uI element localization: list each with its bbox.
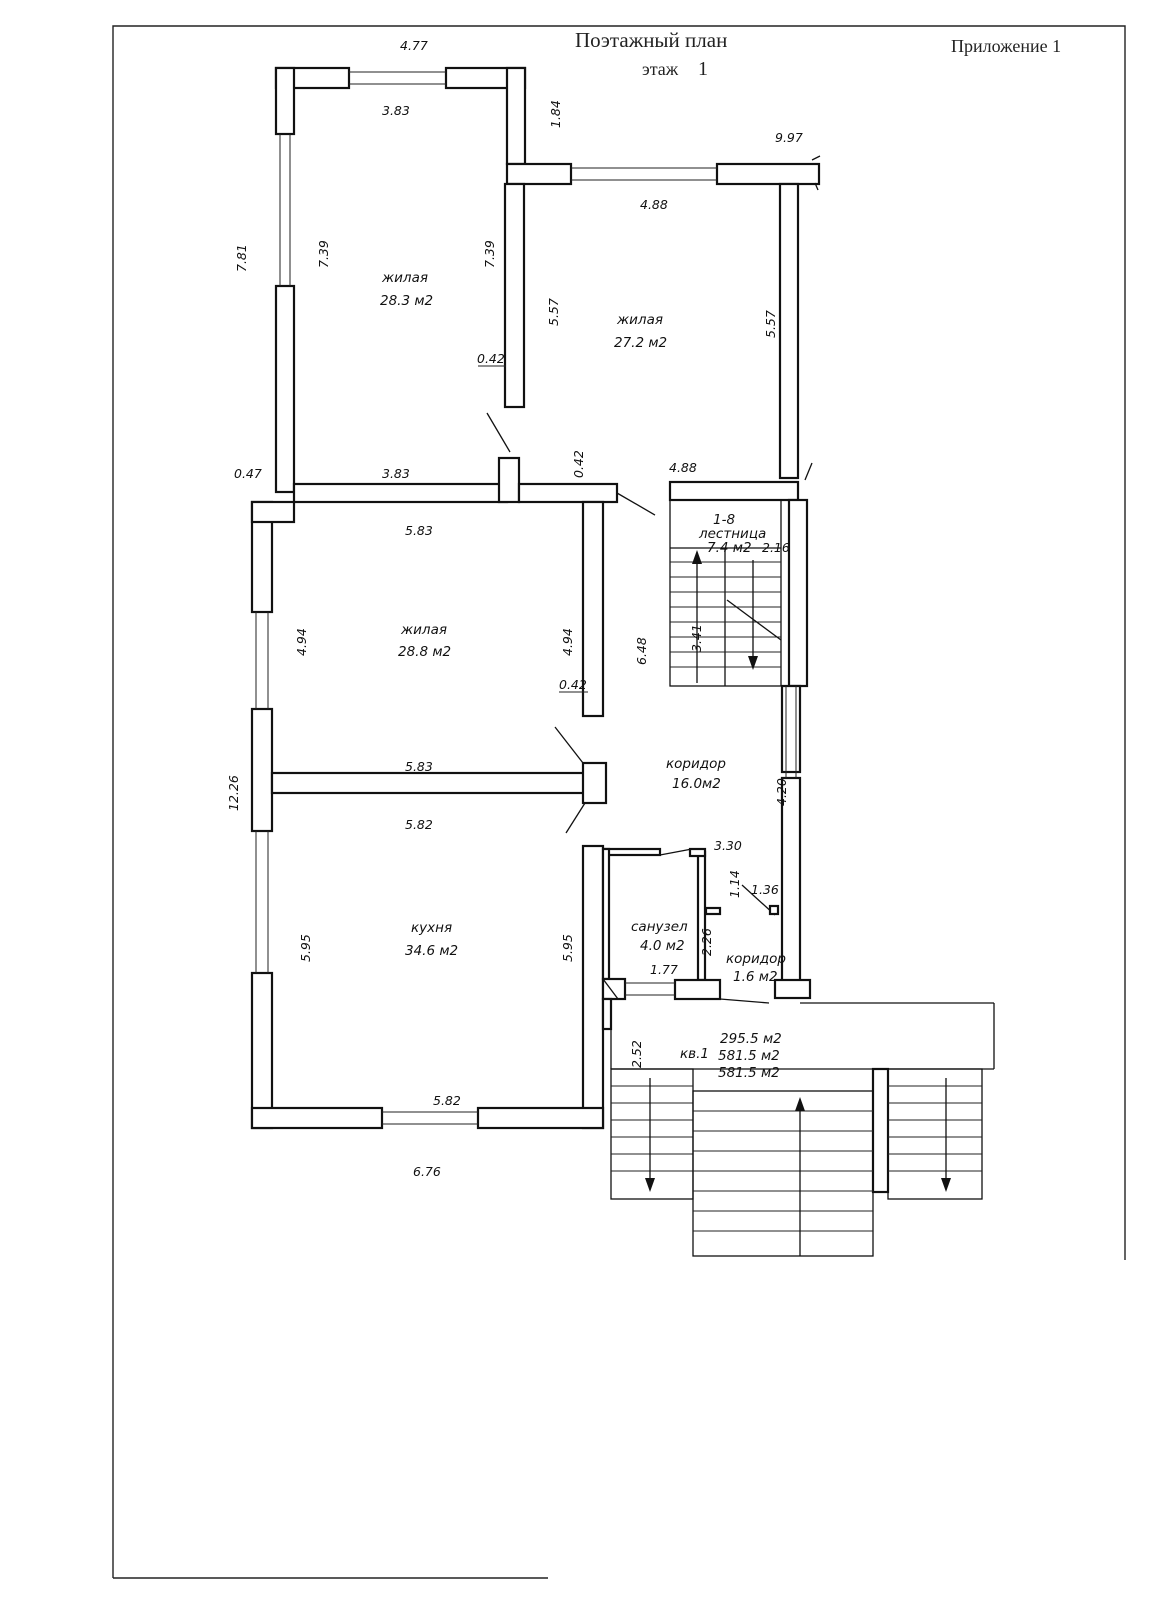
floor-number: 1 [698, 58, 708, 80]
room-name: жилая [381, 270, 428, 286]
sheet-frame [112, 25, 1126, 1579]
dimension-label: 4.20 [774, 778, 789, 806]
room-name: санузел [631, 919, 688, 935]
entrance-porch [610, 1002, 995, 1257]
dimension-label: 7.81 [234, 244, 249, 272]
dimension-label: 1.14 [727, 870, 742, 898]
room-area: 28.8 м2 [398, 644, 451, 660]
dimension-label: 5.82 [433, 1093, 461, 1108]
dimension-label: 3.83 [382, 466, 410, 481]
room-name: кухня [411, 920, 452, 936]
room-labels: жилая 28.3 м2 жилая 27.2 м2 жилая 28.8 м… [380, 270, 786, 1081]
dimension-label: 0.42 [477, 351, 505, 366]
dimension-label: 3.30 [714, 838, 742, 853]
dimension-label: 4.94 [560, 628, 575, 656]
total-area: 581.5 м2 [718, 1048, 780, 1064]
appendix-label: Приложение 1 [951, 36, 1062, 56]
room-name: лестница [698, 526, 766, 542]
room-area: 7.4 м2 [707, 540, 752, 556]
room-name: жилая [616, 312, 663, 328]
stair-break-line [726, 599, 782, 641]
dimension-label: 4.88 [669, 460, 697, 475]
dimension-label: 0.42 [571, 450, 586, 478]
dimension-label: 5.95 [298, 934, 313, 962]
room-area: 27.2 м2 [614, 335, 667, 351]
room-area: 16.0м2 [672, 776, 721, 792]
dimension-label: 1.36 [751, 882, 779, 897]
dimension-label: 1.84 [548, 100, 563, 128]
down-arrow-icon [748, 656, 758, 670]
porch-right-arrow-icon [941, 1178, 951, 1192]
dimension-label: 4.88 [640, 197, 668, 212]
dimension-label: 3.41 [689, 624, 704, 652]
dimension-label: 7.39 [482, 240, 497, 268]
dimension-label: 5.82 [405, 817, 433, 832]
dimension-label: 2.26 [699, 928, 714, 956]
dimension-label: 0.42 [559, 677, 587, 692]
total-area: 581.5 м2 [718, 1065, 780, 1081]
windows [255, 71, 797, 1125]
dimension-label: 7.39 [316, 240, 331, 268]
room-area: 28.3 м2 [380, 293, 433, 309]
staircase-internal [669, 499, 782, 687]
room-area: 34.6 м2 [405, 943, 458, 959]
room-name: коридор [666, 756, 726, 772]
dimension-label: 6.76 [413, 1164, 441, 1179]
dimension-label: 5.95 [560, 934, 575, 962]
dimension-label: 4.77 [400, 38, 428, 53]
porch-left-arrow-icon [645, 1178, 655, 1192]
dimension-label: 1.77 [650, 962, 678, 977]
floor-label: этаж [642, 59, 679, 79]
room-name: коридор [726, 951, 786, 967]
plan-title: Поэтажный план [575, 28, 728, 52]
dimension-label: 4.94 [294, 628, 309, 656]
dimension-label: 5.57 [546, 298, 561, 326]
room-area: 4.0 м2 [640, 938, 685, 954]
dimension-label: 2.52 [629, 1040, 644, 1068]
dimension-label: 12.26 [226, 775, 241, 811]
room-area: 1.6 м2 [733, 969, 778, 985]
doors [486, 155, 821, 1004]
total-area: 295.5 м2 [720, 1031, 782, 1047]
up-arrow-icon [692, 550, 702, 564]
dimension-label: 3.83 [382, 103, 410, 118]
dimension-labels: 4.77 3.83 1.84 9.97 4.88 7.81 7.39 7.39 … [226, 38, 803, 1179]
dimension-label: 0.47 [234, 466, 262, 481]
dimension-label: 6.48 [634, 637, 649, 665]
dimension-label: 5.57 [763, 310, 778, 338]
dimension-label: 9.97 [775, 130, 803, 145]
dimension-label: 2.16 [762, 540, 790, 555]
leader-lines [478, 365, 588, 693]
apartment-label: кв.1 [680, 1046, 709, 1062]
room-code: 1-8 [713, 512, 735, 528]
dimension-label: 5.83 [405, 759, 433, 774]
dimension-label: 5.83 [405, 523, 433, 538]
room-name: жилая [400, 622, 447, 638]
porch-center-arrow-icon [795, 1097, 805, 1111]
